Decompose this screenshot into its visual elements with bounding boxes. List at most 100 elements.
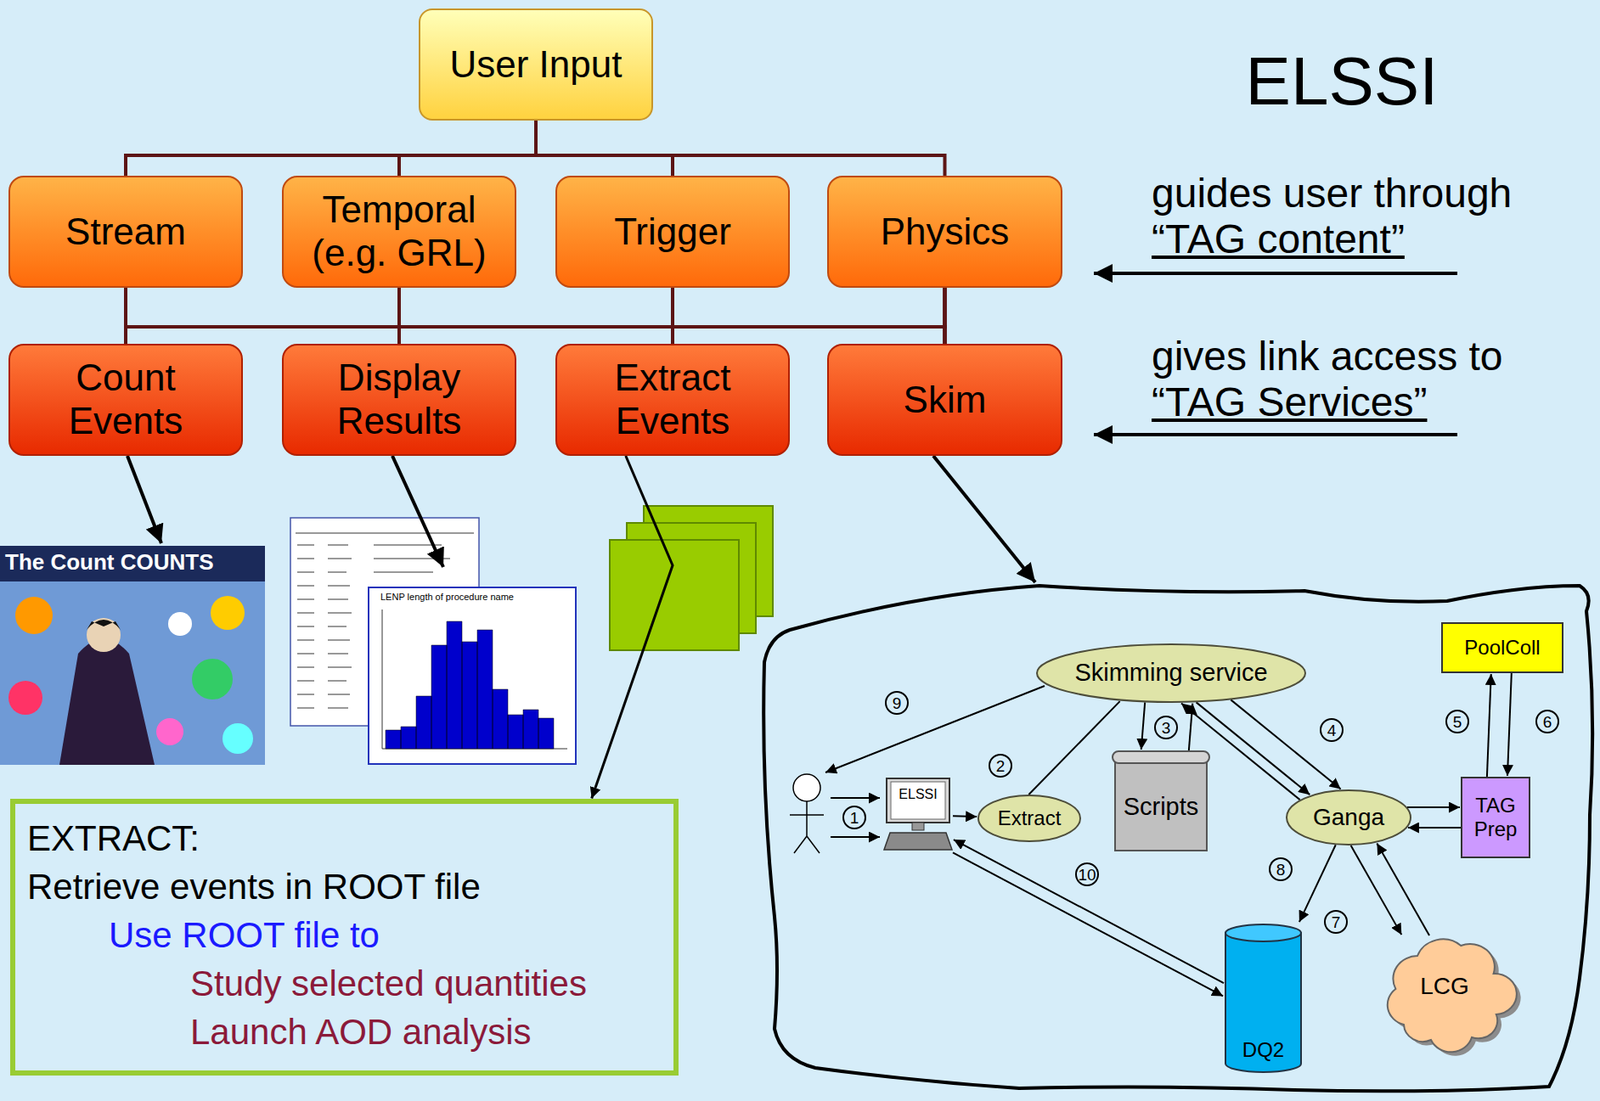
number-blob bbox=[156, 718, 184, 746]
tree-line bbox=[399, 287, 673, 344]
node-text: Ganga bbox=[1312, 804, 1385, 832]
cloud-group bbox=[1387, 939, 1522, 1056]
histogram-picture bbox=[368, 587, 576, 765]
character-cape bbox=[59, 639, 155, 767]
tree-line bbox=[125, 287, 400, 344]
node-text: Study selected quantities bbox=[27, 959, 587, 1009]
person-body bbox=[789, 801, 824, 854]
callout-number: 7 bbox=[1323, 910, 1348, 935]
callout-number: 8 bbox=[1268, 857, 1293, 882]
tree-line bbox=[399, 287, 946, 344]
node-text: Trigger bbox=[614, 210, 732, 254]
node-text: Extract Events bbox=[587, 356, 758, 443]
text-block: Trigger bbox=[614, 210, 732, 254]
node-text: TAG Prep bbox=[1470, 794, 1522, 841]
tree-line bbox=[399, 287, 946, 344]
process-ellipse: Extract bbox=[976, 794, 1082, 844]
flow-arrow bbox=[1408, 827, 1461, 829]
text-block: Temporal (e.g. GRL) bbox=[305, 188, 493, 275]
node-text: EXTRACT: bbox=[27, 814, 587, 863]
collection-box: PoolColl bbox=[1441, 622, 1564, 674]
text-block: Physics bbox=[880, 210, 1010, 254]
diagram-title: ELSSI bbox=[1245, 42, 1439, 121]
pointer-arrow bbox=[1093, 433, 1458, 437]
service-box: Extract Events bbox=[555, 343, 790, 457]
service-box: Display Results bbox=[281, 343, 517, 457]
return-arrow bbox=[825, 686, 1045, 773]
flow-arrow bbox=[1351, 845, 1403, 936]
pointer-arrow bbox=[1093, 271, 1458, 276]
ellipse-shape bbox=[1036, 644, 1306, 703]
number-blob bbox=[15, 597, 53, 635]
count-picture bbox=[0, 546, 265, 766]
leader-arrow bbox=[127, 456, 162, 544]
flow-arrow bbox=[1487, 674, 1492, 778]
picture-banner bbox=[0, 546, 265, 582]
node-text: Skimming service bbox=[1074, 659, 1268, 688]
flow-arrow bbox=[1407, 806, 1460, 809]
ellipse-shape bbox=[978, 795, 1081, 842]
text-block: Display Results bbox=[314, 356, 485, 443]
node-text: Physics bbox=[880, 210, 1010, 254]
prep-box: TAG Prep bbox=[1460, 777, 1531, 859]
text-block: Ganga bbox=[1312, 804, 1385, 832]
callout-number: 9 bbox=[884, 691, 909, 716]
text-block: Scripts bbox=[1123, 793, 1200, 822]
node-text: User Input bbox=[450, 43, 623, 87]
system-outline bbox=[763, 585, 1593, 1092]
tree-line bbox=[125, 287, 946, 344]
picture-caption: The Count COUNTS bbox=[5, 550, 215, 576]
monitor-screen bbox=[890, 782, 946, 820]
text-block: ELSSI bbox=[898, 787, 937, 803]
tree-line bbox=[125, 120, 536, 176]
user-arrow bbox=[830, 797, 880, 800]
flow-arrow bbox=[1028, 701, 1120, 795]
flow-arrow bbox=[591, 456, 673, 800]
callout-number: 5 bbox=[1445, 709, 1470, 734]
flow-arrow bbox=[1196, 702, 1311, 795]
number-blob bbox=[191, 659, 233, 700]
scripts-scroll: Scripts bbox=[1111, 750, 1211, 853]
node-text: Display Results bbox=[314, 356, 485, 443]
side-note: “TAG Services” bbox=[1151, 378, 1427, 426]
histogram-axes bbox=[382, 609, 568, 750]
service-ellipse: Skimming service bbox=[1035, 642, 1308, 705]
node-text: Use ROOT file to bbox=[27, 911, 587, 960]
tree-line bbox=[125, 287, 400, 344]
text-block: Extract bbox=[997, 806, 1062, 831]
node-text: Count Events bbox=[40, 356, 211, 443]
node-text: PoolColl bbox=[1464, 636, 1540, 660]
tree-line bbox=[535, 120, 946, 176]
tree-line bbox=[399, 120, 536, 176]
number-blob bbox=[168, 612, 192, 637]
criteria-box: Physics bbox=[827, 175, 1063, 288]
cloud-shape bbox=[1387, 939, 1517, 1053]
tree-line bbox=[535, 120, 673, 176]
node-text: LCG bbox=[1419, 973, 1470, 1001]
input-box: User Input bbox=[418, 8, 654, 121]
computer-icon: ELSSI bbox=[883, 777, 953, 854]
text-block: PoolColl bbox=[1464, 636, 1540, 660]
database-cylinder: DQ2 bbox=[1223, 923, 1303, 1075]
tree-line bbox=[125, 287, 946, 344]
character-head bbox=[86, 618, 121, 653]
service-box: Skim bbox=[827, 343, 1063, 457]
tree-line bbox=[399, 287, 673, 344]
text-block: LCG bbox=[1419, 973, 1470, 1001]
flow-arrow bbox=[952, 852, 1223, 997]
criteria-box: Stream bbox=[8, 175, 243, 288]
node-text: Skim bbox=[903, 378, 987, 423]
callout-number: 3 bbox=[1154, 715, 1178, 740]
ellipse-shape bbox=[1286, 790, 1411, 846]
node-text: Launch AOD analysis bbox=[27, 1008, 587, 1057]
number-blob bbox=[8, 681, 43, 716]
text-block: DQ2 bbox=[1242, 1038, 1285, 1063]
character-hair bbox=[86, 619, 121, 631]
tree-line bbox=[672, 287, 946, 344]
histogram-bars bbox=[385, 621, 554, 750]
text-block: User Input bbox=[450, 43, 623, 87]
text-block: EXTRACT:Retrieve events in ROOT fileUse … bbox=[27, 814, 587, 1058]
flow-arrow bbox=[952, 815, 977, 818]
node-text: Stream bbox=[65, 210, 186, 254]
flow-arrow bbox=[953, 839, 1224, 984]
